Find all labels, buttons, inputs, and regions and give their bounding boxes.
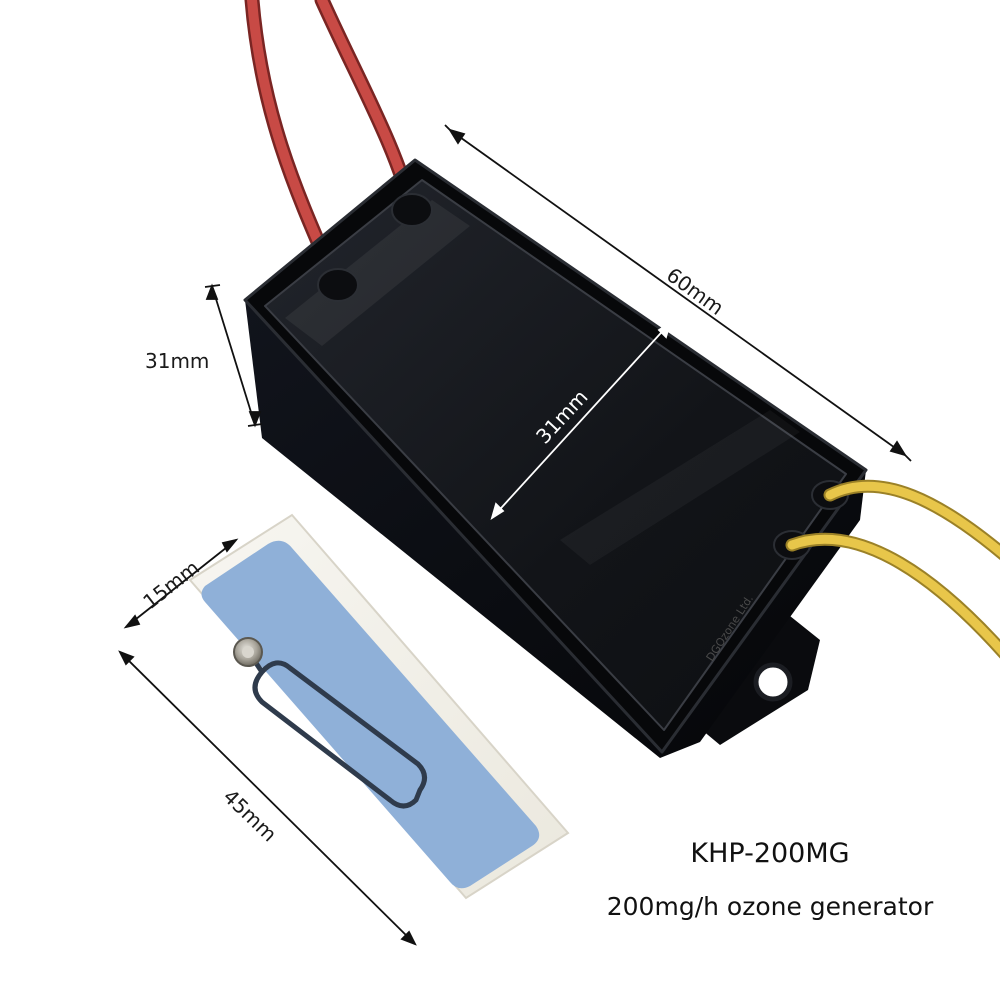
plate-blue-coating — [201, 540, 540, 889]
plate-electrode — [252, 660, 427, 809]
mounting-hole — [753, 662, 793, 702]
yellow-wires — [785, 479, 1000, 659]
product-description: 200mg/h ozone generator — [606, 892, 934, 921]
label-plate-length: 45mm — [219, 784, 282, 846]
dimension-lines — [118, 124, 912, 946]
ozone-module: DGOzone Ltd. — [243, 158, 868, 758]
label-height: 31mm — [145, 349, 209, 373]
product-model: KHP-200MG — [690, 838, 850, 869]
ozone-plate — [188, 513, 570, 900]
label-length: 60mm — [662, 263, 728, 320]
module-lid — [264, 179, 847, 731]
